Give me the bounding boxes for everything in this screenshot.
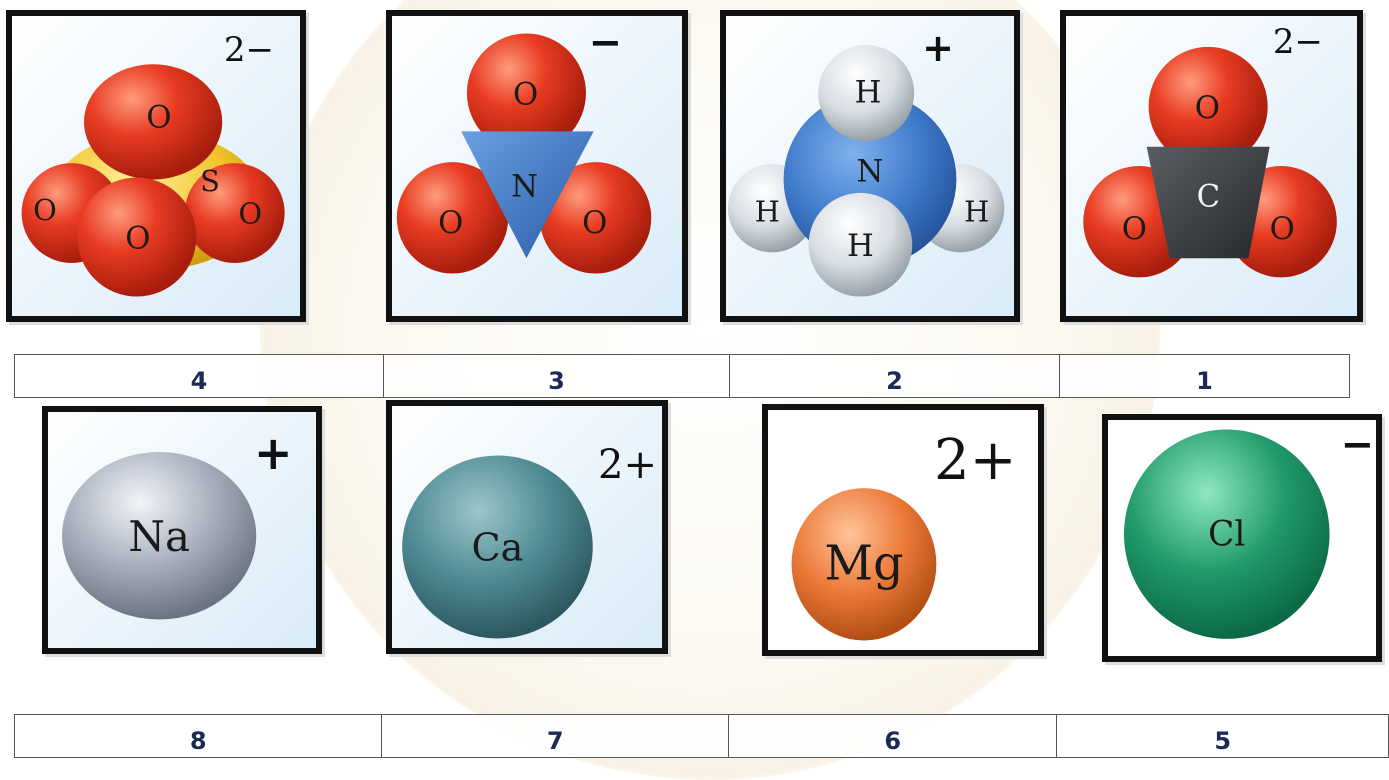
carbonate-charge: 2−	[1272, 22, 1323, 62]
sulfate-atom-s: S	[200, 164, 220, 198]
magnesium-charge: 2+	[934, 428, 1017, 493]
nitrate-charge: −	[588, 20, 622, 66]
nitrate-molecule: O N O O	[396, 33, 652, 274]
number-cell: 6	[728, 715, 1058, 757]
chloride-symbol: Cl	[1208, 515, 1245, 555]
carbonate-molecule: O C O O	[1083, 46, 1337, 278]
number-row-bottom: 8 7 6 5	[14, 714, 1389, 758]
sulfate-molecule: O S O O O	[21, 64, 285, 297]
sulfate-atom-o-right: O	[239, 197, 263, 231]
calcium-ion: Ca	[402, 455, 593, 639]
ammonium-atom-h-left: H	[755, 195, 780, 229]
panel-sodium: Na +	[42, 406, 322, 654]
chloride-ion: Cl	[1124, 429, 1330, 639]
carbonate-atom-o-right: O	[1270, 211, 1295, 247]
magnesium-ion: Mg	[791, 488, 937, 641]
nitrate-atom-o-left: O	[438, 205, 463, 241]
nitrate-atom-o-right: O	[582, 205, 607, 241]
calcium-charge: 2+	[598, 442, 657, 488]
sulfate-atom-o-top: O	[146, 100, 171, 136]
panel-sulfate: O S O O O 2−	[6, 10, 306, 322]
nitrate-atom-n: N	[511, 169, 538, 205]
panel-chloride: Cl −	[1102, 414, 1382, 662]
ammonium-charge: +	[922, 26, 954, 70]
ammonium-atom-h-top: H	[855, 75, 882, 111]
sulfate-atom-o-front: O	[125, 221, 150, 257]
calcium-symbol: Ca	[472, 525, 524, 569]
magnesium-symbol: Mg	[824, 537, 903, 592]
ammonium-atom-h-right: H	[964, 195, 989, 229]
carbonate-atom-o-left: O	[1122, 211, 1147, 247]
nitrate-atom-o-top: O	[513, 77, 538, 113]
sodium-ion: Na	[62, 451, 257, 620]
sodium-symbol: Na	[128, 512, 190, 561]
number-cell: 1	[1060, 355, 1349, 397]
ammonium-atom-n: N	[857, 153, 884, 189]
panel-nitrate: O N O O −	[386, 10, 688, 322]
ammonium-atom-h-front: H	[847, 228, 874, 264]
carbonate-atom-o-top: O	[1195, 90, 1220, 126]
sodium-charge: +	[254, 426, 293, 480]
number-cell: 4	[15, 355, 384, 397]
panel-ammonium: H N H H H +	[720, 10, 1020, 322]
panel-magnesium: Mg 2+	[762, 404, 1044, 656]
number-cell: 3	[384, 355, 730, 397]
sulfate-atom-o-left: O	[33, 193, 57, 227]
carbonate-atom-c: C	[1197, 178, 1221, 214]
panel-carbonate: O C O O 2−	[1060, 10, 1363, 322]
chloride-charge: −	[1340, 422, 1374, 468]
number-cell: 7	[382, 715, 729, 757]
number-row-top: 4 3 2 1	[14, 354, 1350, 398]
number-cell: 5	[1057, 715, 1388, 757]
sulfate-charge: 2−	[223, 30, 274, 70]
number-cell: 2	[730, 355, 1060, 397]
panel-calcium: Ca 2+	[386, 400, 668, 654]
number-cell: 8	[15, 715, 383, 757]
ammonium-molecule: H N H H H	[727, 45, 1005, 297]
